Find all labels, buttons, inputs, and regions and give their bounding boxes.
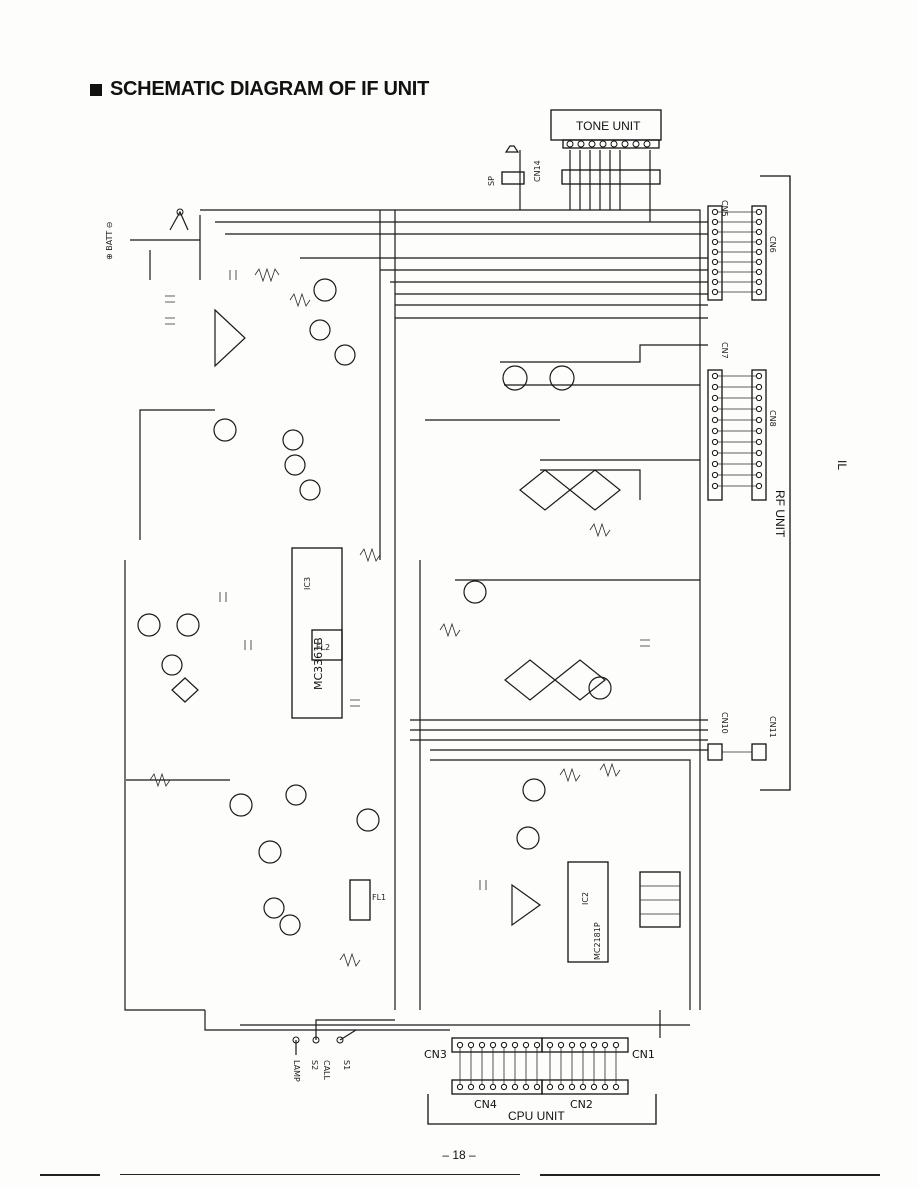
- svg-text:⊕ BATT ⊖: ⊕ BATT ⊖: [105, 222, 114, 260]
- cpu-unit-label: CPU UNIT: [508, 1109, 565, 1123]
- footer-line-left: [40, 1174, 100, 1176]
- footer-line-right: [540, 1174, 880, 1176]
- title-bullet-icon: [90, 83, 102, 96]
- fl2-box: [311, 629, 343, 661]
- svg-text:S2: S2: [310, 1060, 319, 1070]
- ic2-box: [567, 861, 609, 963]
- cn5-cn6-pins: [711, 208, 763, 296]
- cn6-header: [751, 205, 767, 301]
- speaker-connector: [501, 171, 525, 185]
- cn7-label: CN7: [720, 342, 729, 359]
- cn10-header: [707, 743, 723, 761]
- cn11-label: CN11: [768, 716, 777, 738]
- cn2-header: [541, 1079, 629, 1095]
- cn8-label: CN8: [768, 410, 777, 427]
- ic3-label: IC3: [303, 577, 312, 590]
- battery-input: ⊕ BATT ⊖: [105, 208, 201, 280]
- fl1-label: FL1: [372, 893, 386, 902]
- svg-text:LAMP: LAMP: [292, 1060, 301, 1082]
- page-number: – 18 –: [442, 1148, 476, 1162]
- cn7-header: [707, 369, 723, 501]
- cpu-unit-outline: [427, 1094, 657, 1125]
- tone-unit-pins: [566, 140, 651, 148]
- title-block: SCHEMATIC DIAGRAM OF IF UNIT: [90, 78, 429, 101]
- footer-line-mid: [120, 1174, 520, 1175]
- ic2-label: IC2: [581, 892, 590, 905]
- opamp-ic2b: [511, 883, 542, 927]
- cn4-label: CN4: [474, 1098, 497, 1111]
- cn5-label: CN5: [720, 200, 729, 217]
- cn5-header: [707, 205, 723, 301]
- cn7-cn8-pins: [711, 372, 763, 490]
- ic3-part-label: MC3361B: [312, 637, 325, 690]
- cn10-label: CN10: [720, 712, 729, 734]
- diode-networks: [171, 469, 621, 703]
- rf-unit-label: RF UNIT: [773, 490, 787, 538]
- bus-wiring: [124, 150, 708, 1038]
- fl2-label: FL2: [316, 643, 330, 652]
- cn8-header: [751, 369, 767, 501]
- fl1-box: [349, 879, 371, 921]
- bottom-connector-pins: [456, 1041, 620, 1091]
- rf-unit-mark: IL: [835, 460, 849, 470]
- ic3-box: [291, 547, 343, 719]
- rf-unit-outline: [760, 175, 791, 791]
- cn6-label: CN6: [768, 236, 777, 253]
- tone-unit-header: [562, 139, 660, 149]
- cn2-label: CN2: [570, 1098, 593, 1111]
- cn1-header: [541, 1037, 629, 1053]
- cn3-label: CN3: [424, 1048, 447, 1061]
- transistor-symbols: [137, 278, 612, 936]
- switches-lamp: S1 S2 CALL LAMP: [292, 1019, 395, 1082]
- tone-unit-label: TONE UNIT: [576, 119, 641, 133]
- speaker-icon: [504, 145, 520, 153]
- page-title: SCHEMATIC DIAGRAM OF IF UNIT: [110, 78, 429, 100]
- svg-text:S1: S1: [342, 1060, 351, 1070]
- ic2-part-label: MC2181P: [593, 922, 602, 960]
- cn1-label: CN1: [632, 1048, 655, 1061]
- cn14-header: [561, 169, 661, 185]
- cn11-header: [751, 743, 767, 761]
- sw-matrix-box: [639, 871, 681, 928]
- svg-text:CALL: CALL: [322, 1060, 331, 1081]
- opamp-ic4: [214, 308, 246, 368]
- passive-components: [149, 267, 650, 968]
- speaker-label: SP: [487, 176, 496, 186]
- cn14-label: CN14: [533, 160, 542, 182]
